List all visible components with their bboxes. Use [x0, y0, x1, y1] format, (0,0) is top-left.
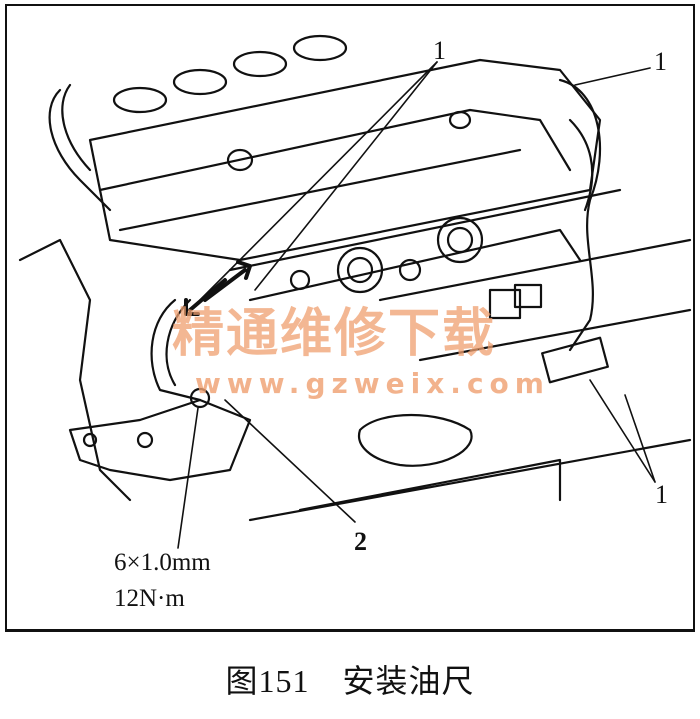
- torque-spec: 12N·m: [114, 585, 185, 612]
- bolt-size-spec: 6×1.0mm: [114, 549, 211, 576]
- callout-2: 2: [354, 527, 367, 556]
- dipstick-bracket: [68, 398, 252, 482]
- breather-hose: [48, 88, 112, 212]
- callout-1-right: 1: [654, 47, 667, 76]
- watermark-text: 精通维修下载: [172, 304, 497, 364]
- removal-arrow: [203, 260, 252, 302]
- figure-frame: [5, 4, 695, 632]
- watermark-url: www.gzweix.com: [195, 367, 550, 400]
- figure-caption: 图151 安装油尺: [225, 663, 475, 699]
- cylinder-head-cover: [88, 58, 602, 262]
- engine-block: [18, 238, 692, 522]
- leader-lines: [177, 61, 656, 549]
- wiring-harness: [558, 78, 602, 352]
- engine-illustration: [18, 34, 692, 549]
- callout-1-bottom: 1: [655, 480, 668, 509]
- install-arrow: [184, 278, 227, 316]
- dipstick-tube: [150, 298, 202, 402]
- callout-1-top: 1: [433, 36, 446, 65]
- spark-plug-wells: [112, 34, 472, 172]
